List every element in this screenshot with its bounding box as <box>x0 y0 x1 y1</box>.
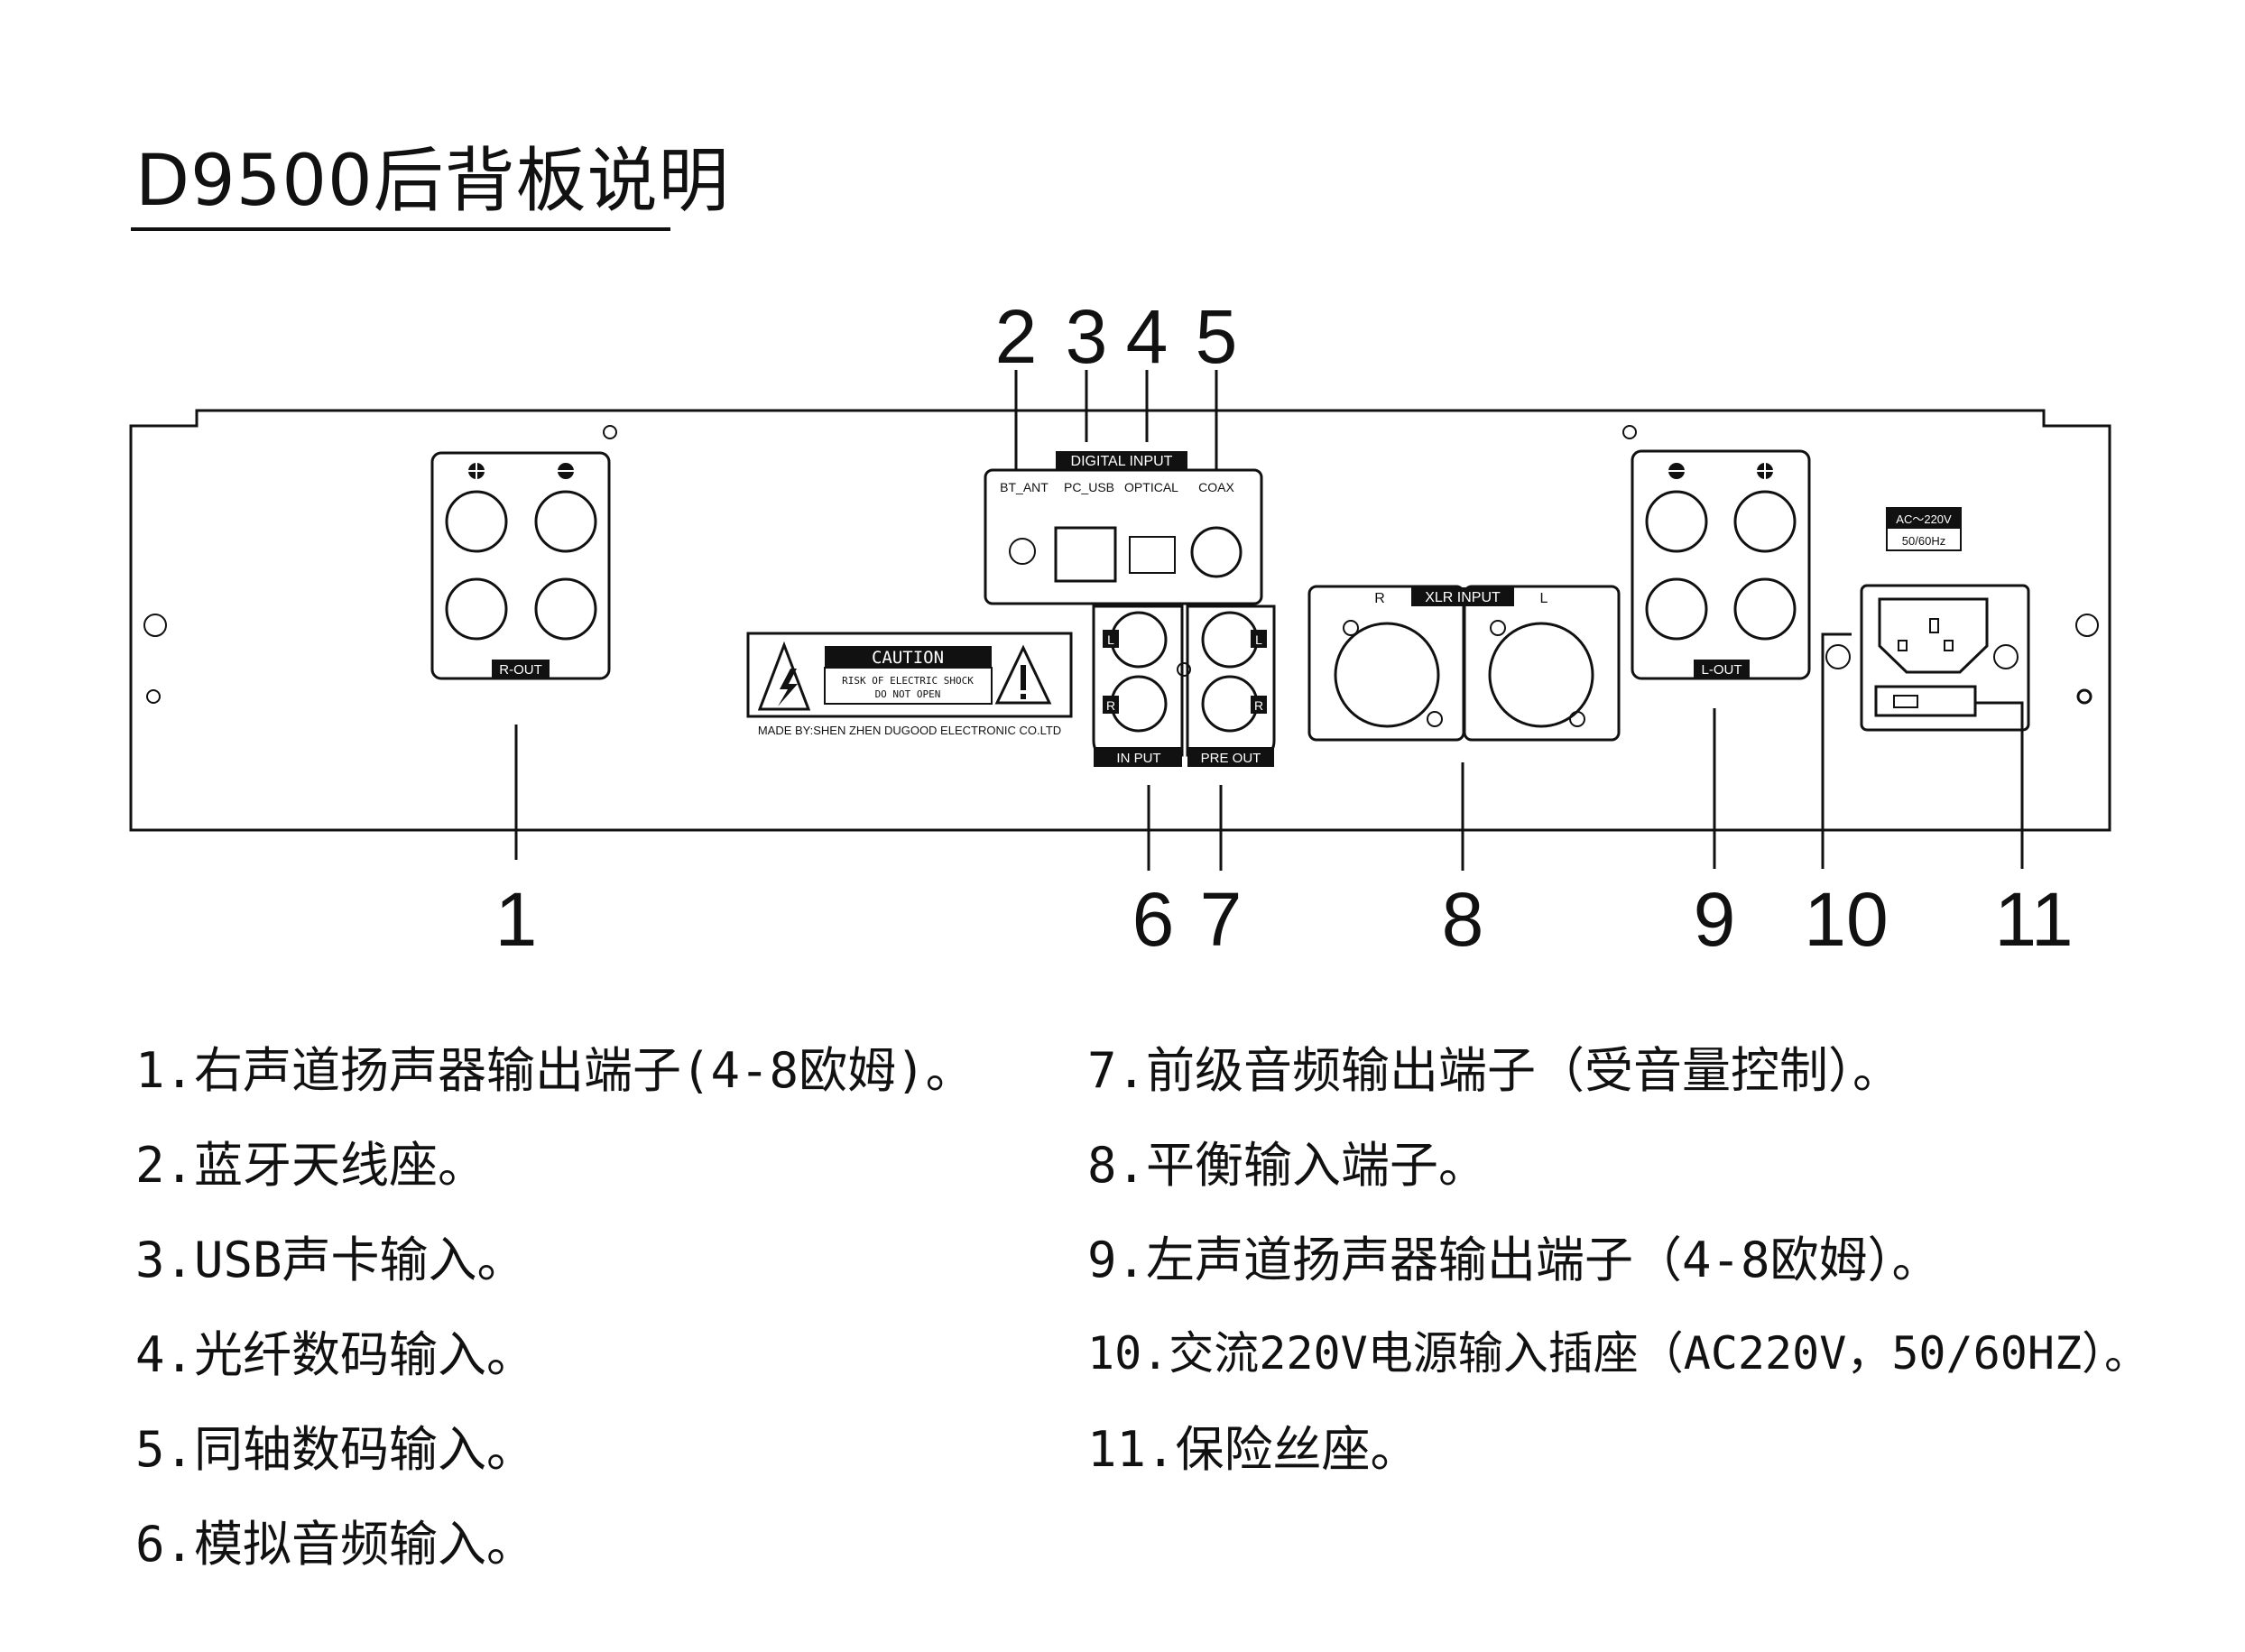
callout-3: 3 <box>1066 294 1108 379</box>
mounting-hole <box>2076 688 2093 705</box>
in-r-label: R <box>1106 698 1115 713</box>
mounting-holes <box>143 425 2099 704</box>
xlr-r-label: R <box>1374 591 1385 606</box>
callout-4: 4 <box>1126 294 1169 379</box>
caution-line2: DO NOT OPEN <box>875 688 941 700</box>
r-out-speaker-terminals: R-OUT <box>430 451 611 680</box>
description-6: 6.模拟音频输入。 <box>135 1516 536 1573</box>
xlr-input-label: XLR INPUT <box>1425 590 1501 605</box>
made-by-text: MADE BY:SHEN ZHEN DUGOOD ELECTRONIC CO.L… <box>758 724 1061 737</box>
coax-label: COAX <box>1198 480 1234 494</box>
xlr-input-panel: XLR INPUT R L <box>1307 585 1621 742</box>
description-4: 4.光纤数码输入。 <box>135 1326 536 1383</box>
fuse-holder <box>1874 685 1977 717</box>
callout-11: 11 <box>1994 877 2073 962</box>
callout-numbers: 2 3 4 5 1 6 7 8 9 10 11 <box>495 294 2074 962</box>
leader-lines <box>514 370 2024 871</box>
callout-8: 8 <box>1442 877 1484 962</box>
digital-input-panel: DIGITAL INPUT BT_ANT PC_USB OPTICAL COAX <box>984 451 1263 605</box>
description-9: 9.左声道扬声器输出端子（4-8欧姆）。 <box>1087 1232 1941 1288</box>
page-title: D9500后背板说明 <box>135 141 730 222</box>
r-out-label: R-OUT <box>499 662 542 678</box>
bt-ant-label: BT_ANT <box>1000 480 1049 494</box>
pre-out-label: PRE OUT <box>1201 751 1261 766</box>
in-put-label: IN PUT <box>1116 751 1160 766</box>
title-underline <box>131 227 670 231</box>
description-2: 2.蓝牙天线座。 <box>135 1137 487 1194</box>
description-7: 7.前级音频输出端子（受音量控制）。 <box>1087 1042 1902 1099</box>
pre-l-label: L <box>1255 632 1262 647</box>
description-8: 8.平衡输入端子。 <box>1087 1137 1488 1194</box>
pc-usb-label: PC_USB <box>1064 480 1114 494</box>
chassis-outline <box>129 409 2111 832</box>
ac-rating-label: AC～220V 50/60Hz <box>1886 507 1962 551</box>
callout-10: 10 <box>1804 877 1888 962</box>
caution-line1: RISK OF ELECTRIC SHOCK <box>842 675 974 687</box>
caution-label: CAUTION RISK OF ELECTRIC SHOCK DO NOT OP… <box>746 632 1073 737</box>
xlr-l-label: L <box>1540 591 1548 606</box>
ac-rating-2: 50/60Hz <box>1902 534 1945 548</box>
description-5: 5.同轴数码输入。 <box>135 1421 536 1478</box>
callout-6: 6 <box>1132 877 1175 962</box>
callout-7: 7 <box>1200 877 1243 962</box>
callout-1: 1 <box>495 877 538 962</box>
l-out-label: L-OUT <box>1702 662 1742 678</box>
ac-rating-1: AC～220V <box>1896 512 1952 526</box>
l-out-speaker-terminals: L-OUT <box>1631 449 1811 680</box>
pre-r-label: R <box>1254 698 1263 713</box>
callout-5: 5 <box>1196 294 1238 379</box>
caution-title: CAUTION <box>872 648 944 668</box>
description-10: 10.交流220V电源输入插座（AC220V，50/60HZ）。 <box>1087 1327 2150 1380</box>
warning-icon <box>994 644 1052 705</box>
description-3: 3.USB声卡输入。 <box>135 1232 526 1288</box>
description-1: 1.右声道扬声器输出端子(4-8欧姆)。 <box>135 1042 975 1099</box>
rca-panels: L R L R IN PUT PRE OUT <box>1092 605 1276 767</box>
callout-9: 9 <box>1694 877 1736 962</box>
ac-power-socket <box>1825 584 2030 732</box>
description-11: 11.保险丝座。 <box>1087 1421 1419 1478</box>
electric-shock-icon <box>757 641 811 711</box>
digital-input-label: DIGITAL INPUT <box>1071 454 1173 469</box>
callout-2: 2 <box>995 294 1038 379</box>
in-l-label: L <box>1107 632 1114 647</box>
optical-label: OPTICAL <box>1124 480 1178 494</box>
